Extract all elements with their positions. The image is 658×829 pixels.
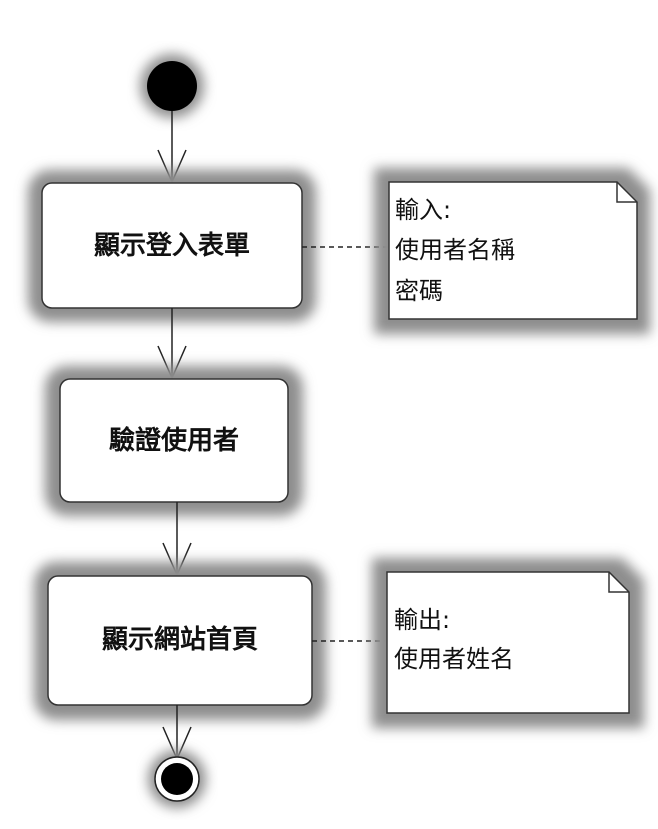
note-text-line: 密碼 xyxy=(395,277,443,305)
note-text-line: 使用者姓名 xyxy=(394,645,514,673)
note-text-line: 使用者名稱 xyxy=(395,236,515,264)
note-node: 輸入: 使用者名稱 密碼 xyxy=(374,168,650,334)
activity-node: 顯示登入表單 xyxy=(28,170,316,322)
note-text-line: 輸入: xyxy=(395,196,451,224)
final-node xyxy=(148,750,206,808)
activity-label: 驗證使用者 xyxy=(109,425,239,456)
activity-label: 顯示登入表單 xyxy=(94,230,250,261)
activity-label: 顯示網站首頁 xyxy=(102,624,258,655)
initial-node xyxy=(140,54,204,118)
activity-node: 驗證使用者 xyxy=(45,366,303,516)
note-node: 輸出: 使用者姓名 xyxy=(372,558,644,728)
activity-node: 顯示網站首頁 xyxy=(34,562,326,720)
note-text-line: 輸出: xyxy=(394,606,450,634)
